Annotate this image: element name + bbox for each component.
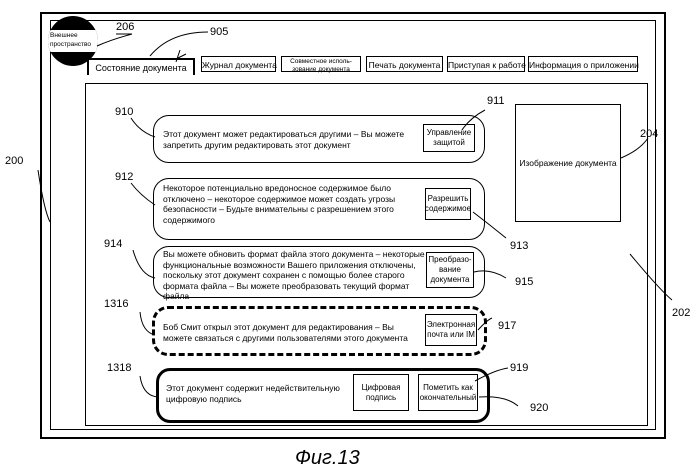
ref-912: 912	[115, 171, 133, 183]
ref-1318: 1318	[107, 362, 131, 374]
ref-913: 913	[510, 240, 528, 252]
ref-911: 911	[487, 95, 505, 107]
ref-1316: 1316	[104, 298, 128, 310]
ref-920: 920	[530, 402, 548, 414]
ref-200: 200	[5, 155, 23, 167]
ref-914: 914	[104, 238, 122, 250]
ref-919: 919	[510, 362, 528, 374]
ref-206: 206	[116, 21, 134, 33]
figure-caption: Фиг.13	[295, 447, 360, 470]
ref-915: 915	[515, 276, 533, 288]
ref-202: 202	[672, 307, 690, 319]
ref-910: 910	[115, 106, 133, 118]
ref-917: 917	[498, 320, 516, 332]
ref-905: 905	[210, 26, 228, 38]
ref-204: 204	[640, 128, 658, 140]
